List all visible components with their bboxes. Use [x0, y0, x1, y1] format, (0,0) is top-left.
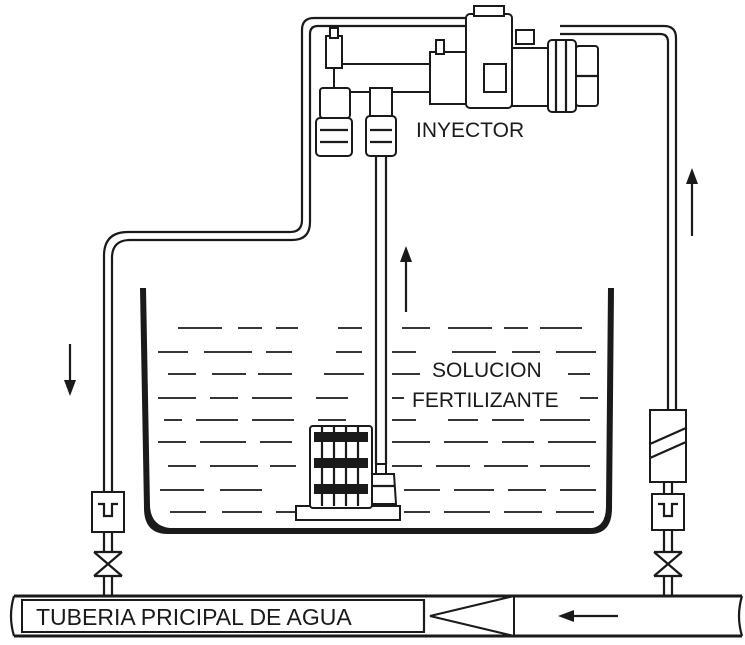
flow-cone: [422, 594, 515, 638]
main-pipe-label: TUBERIA PRICIPAL DE AGUA: [36, 604, 352, 630]
strainer: [295, 425, 401, 521]
inlet-hose: [102, 16, 480, 492]
pipe-label-box: TUBERIA PRICIPAL DE AGUA: [21, 599, 425, 633]
flow-up-right-arrow: [686, 168, 698, 236]
outlet-hose: [560, 24, 678, 410]
solution-label-backdrop: [438, 358, 568, 414]
flow-down-left-arrow: [64, 344, 76, 396]
left-valve-assembly: [91, 491, 125, 596]
liquid-surface: [158, 327, 598, 513]
solution-label-line1: SOLUCION: [432, 359, 542, 382]
main-water-pipe: [9, 594, 744, 638]
injector-inlet-riser: [315, 27, 353, 157]
injector-body: [333, 5, 599, 113]
solution-label-line2: FERTILIZANTE: [412, 389, 559, 412]
flow-up-center-arrow: [400, 246, 412, 312]
flow-left-main-arrow: [558, 610, 618, 622]
right-valve-assembly: [649, 409, 687, 596]
injector-label: INYECTOR: [416, 119, 524, 142]
